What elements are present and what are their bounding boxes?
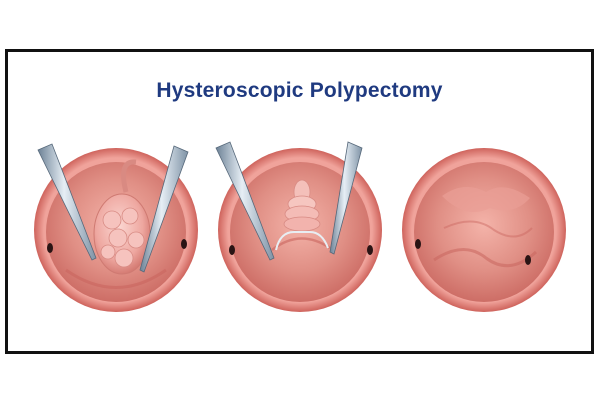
wire-loop <box>275 231 329 251</box>
panel-3-cavity-clear <box>402 148 566 312</box>
tubal-ostium-right <box>181 239 187 249</box>
polyp-pedicle <box>283 179 321 232</box>
uterine-cavity <box>414 162 554 302</box>
cavity-fold <box>433 248 538 268</box>
polyp-base-site <box>442 186 530 212</box>
figure-title: Hysteroscopic Polypectomy <box>156 79 443 102</box>
figure-frame: Hysteroscopic Polypectomy <box>5 49 594 354</box>
grasping-instrument-left <box>37 143 97 261</box>
polyp-lobulated <box>93 159 151 275</box>
tubal-ostium-left <box>229 245 235 255</box>
panel-2-pedicle-cut <box>215 141 382 312</box>
tubal-ostium-left <box>415 239 421 249</box>
tubal-ostium-left <box>47 243 53 253</box>
cavity-fold <box>443 220 533 238</box>
resectoscope-left <box>215 141 275 261</box>
panel-1-polyp-grasped <box>34 143 198 312</box>
tubal-ostium-right <box>367 245 373 255</box>
tubal-ostium-right <box>525 255 531 265</box>
grasping-instrument-right <box>139 145 189 273</box>
resectoscope-right <box>329 141 363 255</box>
cavity-fold <box>65 268 167 289</box>
